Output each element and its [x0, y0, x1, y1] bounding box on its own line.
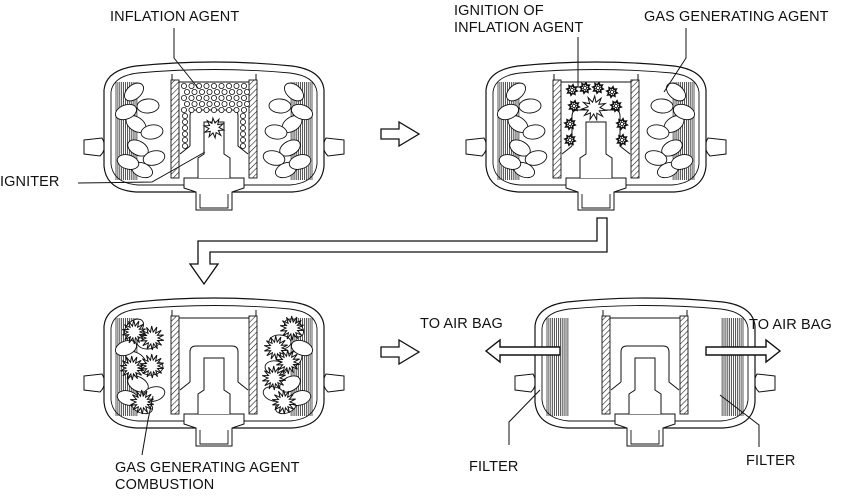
- gas-flow-right-arrow-icon: [705, 338, 782, 364]
- chamber-wall-left: [170, 315, 180, 415]
- combustion-burst: [276, 349, 300, 375]
- leader-inflation-agent: [173, 28, 199, 89]
- label-filter-left: FILTER: [469, 459, 519, 475]
- hollow-elbow-down-arrow-icon: [188, 217, 608, 286]
- igniter-plug: [565, 177, 627, 211]
- ignition-burst: [580, 94, 608, 122]
- label-gas-generating-agent-combustion: GAS GENERATING AGENT COMBUSTION: [115, 460, 300, 494]
- label-inflation-agent: INFLATION AGENT: [110, 9, 240, 25]
- leader-combustion: [141, 395, 154, 456]
- label-combustion-line-1: GAS GENERATING AGENT: [115, 460, 300, 476]
- inflator-stage-2: [465, 61, 727, 211]
- combustion-burst: [280, 315, 304, 341]
- leader-gas-generating-agent: [663, 28, 687, 93]
- combustion-burst: [140, 325, 164, 351]
- hollow-right-arrow-icon: [380, 338, 421, 366]
- chamber-top: [553, 74, 639, 83]
- mounting-flange-left: [465, 137, 488, 157]
- label-gas-generating-agent: GAS GENERATING AGENT: [644, 9, 829, 25]
- label-filter-right: FILTER: [746, 453, 796, 469]
- igniter-body: [579, 121, 613, 178]
- igniter-spark: [202, 116, 226, 140]
- chamber-wall-left: [552, 79, 562, 179]
- inflator-stage-1: [83, 61, 345, 211]
- leader-igniter: [77, 151, 206, 184]
- inflator-stage-3: [83, 297, 345, 447]
- chamber-wall-right: [630, 79, 640, 179]
- chamber-top: [602, 310, 688, 319]
- inflation-agent-granules: [180, 83, 250, 149]
- inflation-agent-ignition: [563, 81, 629, 147]
- igniter-cup: [189, 109, 249, 155]
- chamber-wall-left: [601, 315, 611, 415]
- igniter-cup: [620, 345, 680, 391]
- mounting-flange-right: [753, 373, 776, 393]
- filter-right: [721, 318, 744, 416]
- gas-flow-left-arrow-icon: [484, 338, 561, 364]
- filter-left: [546, 318, 569, 416]
- label-to-air-bag-right: TO AIR BAG: [749, 317, 832, 333]
- label-to-air-bag-left: TO AIR BAG: [420, 316, 503, 332]
- mounting-flange-left: [83, 373, 106, 393]
- label-ignition-line-2: INFLATION AGENT: [454, 20, 584, 36]
- flow-arrows: [188, 120, 782, 366]
- leader-lines: [77, 28, 760, 456]
- combustion-burst: [122, 319, 146, 345]
- gas-generating-agent-pellets: [496, 82, 696, 179]
- label-combustion-line-2: COMBUSTION: [115, 477, 215, 493]
- gas-generating-agent-combustion: [120, 315, 304, 415]
- mounting-flange-left: [83, 137, 106, 157]
- chamber-wall-right: [248, 79, 258, 179]
- combustion-burst: [262, 365, 286, 391]
- label-ignition-line-1: IGNITION OF: [454, 3, 544, 19]
- chamber-wall-left: [170, 79, 180, 179]
- chamber-wall-right: [248, 315, 258, 415]
- hollow-right-arrow-icon: [380, 120, 421, 148]
- combustion-burst: [140, 353, 164, 379]
- igniter-plug: [614, 413, 676, 447]
- combustion-burst: [272, 389, 296, 415]
- combustion-burst: [120, 355, 144, 381]
- leader-filter-right: [719, 394, 760, 447]
- label-ignition-of-inflation-agent: IGNITION OF INFLATION AGENT: [454, 3, 583, 37]
- mounting-flange-left: [514, 373, 537, 393]
- combustion-burst: [130, 389, 154, 415]
- leader-filter-left: [508, 389, 541, 445]
- igniter-cup: [189, 345, 249, 391]
- chamber-wall-right: [679, 315, 689, 415]
- igniter-body: [628, 357, 662, 414]
- mounting-flange-right: [322, 373, 345, 393]
- mounting-flange-right: [322, 137, 345, 157]
- inflator-stage-4: [514, 297, 776, 447]
- label-igniter: IGNITER: [0, 174, 60, 190]
- gas-generating-agent-pellets: [114, 82, 314, 179]
- chamber-top: [171, 310, 257, 319]
- mounting-flange-right: [704, 137, 727, 157]
- chamber-top: [171, 74, 257, 83]
- igniter-plug: [183, 177, 245, 211]
- igniter-plug: [183, 413, 245, 447]
- igniter-body: [197, 357, 231, 414]
